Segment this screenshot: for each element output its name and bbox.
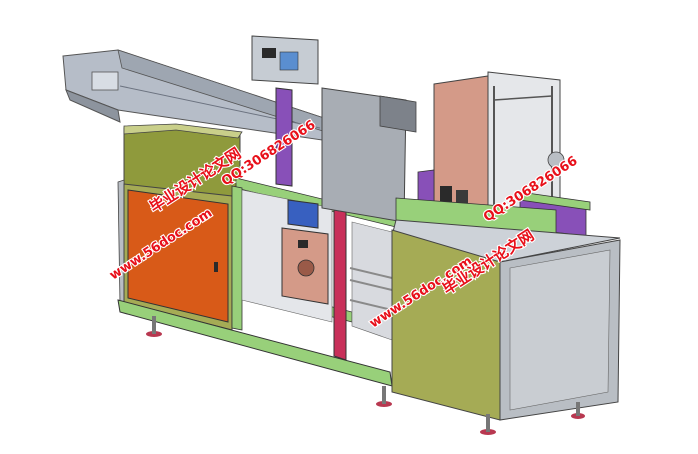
- control-box: [251, 35, 319, 187]
- right-conveyor: [391, 197, 621, 263]
- right-cabinet: [391, 229, 621, 421]
- leveling-feet: [146, 316, 585, 435]
- pink-post: [281, 199, 347, 361]
- orange-door: [127, 189, 229, 323]
